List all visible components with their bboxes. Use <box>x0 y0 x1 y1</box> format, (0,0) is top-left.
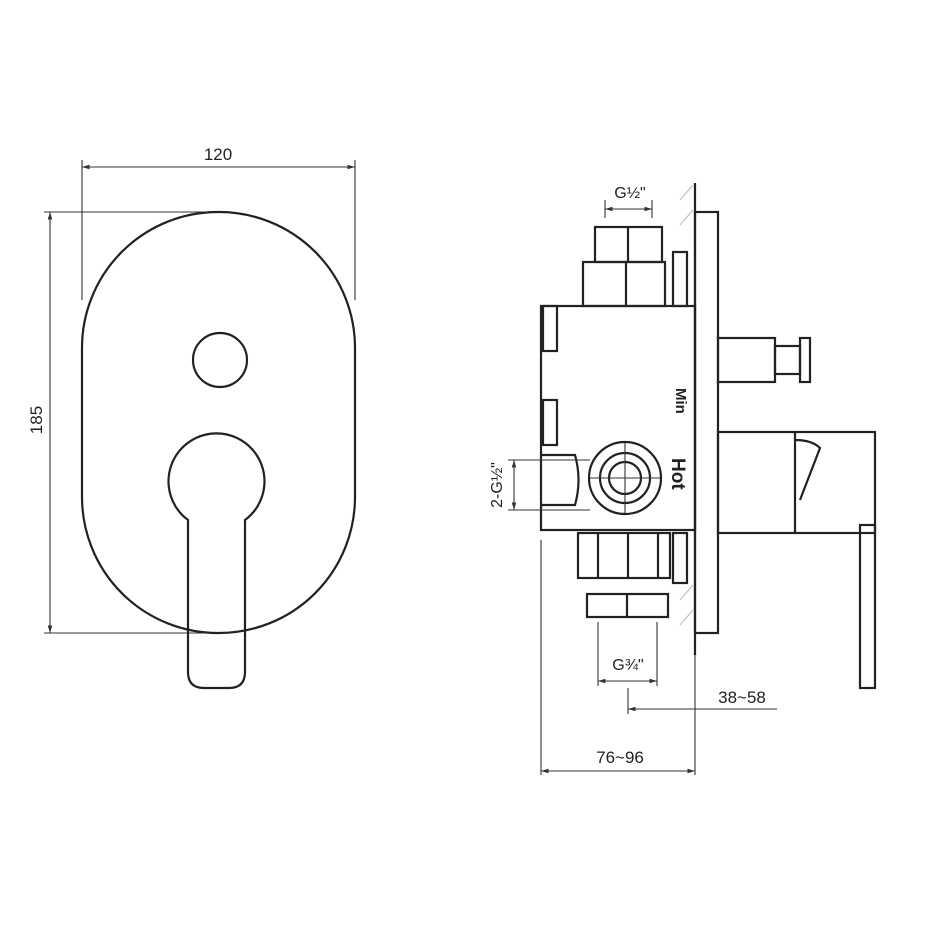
min-mark: Min <box>672 388 689 414</box>
bottom-outlet-label: G¾" <box>612 657 643 674</box>
front-view: 120 185 <box>27 145 357 690</box>
side-view: Min Hot G½" 2-G½" G¾" 38~58 76~96 <box>489 183 877 775</box>
bottom-fitting <box>576 531 672 580</box>
wall-plate <box>693 210 720 635</box>
diverter-stem <box>716 336 777 384</box>
top-outlet-label: G½" <box>614 185 645 202</box>
handle-body <box>716 430 877 535</box>
inlet-nut <box>587 440 663 516</box>
total-depth-label: 76~96 <box>596 748 644 767</box>
cover-plate-outline <box>80 210 357 635</box>
lever-handle <box>167 432 266 690</box>
top-fitting <box>581 260 667 308</box>
diverter-knob-side <box>798 336 812 384</box>
plate-depth-label: 38~58 <box>718 688 766 707</box>
handle-lever <box>858 523 877 690</box>
height-dimension-label: 185 <box>27 406 46 434</box>
valve-body <box>539 304 697 532</box>
width-dimension-label: 120 <box>204 145 232 164</box>
hot-mark: Hot <box>667 458 688 490</box>
diverter-knob <box>191 331 249 389</box>
side-inlet-label: 2-G½" <box>489 462 506 508</box>
